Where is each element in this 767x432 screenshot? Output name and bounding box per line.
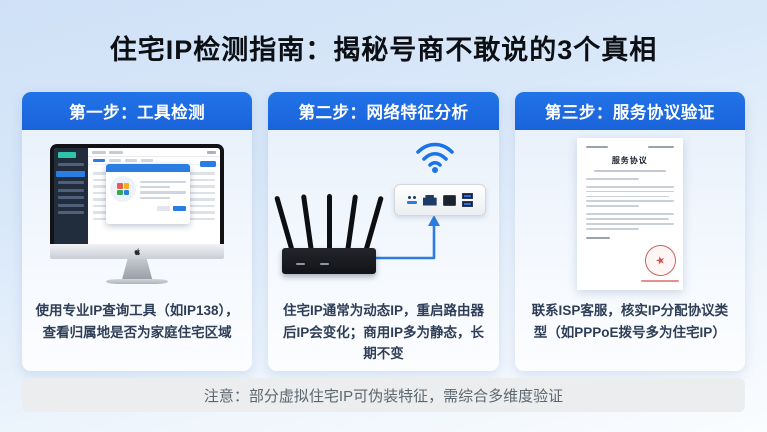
card-2-body: 住宅IP通常为动态IP，重启路由器后IP会变化；商用IP多为静态，长期不变	[268, 130, 499, 371]
dashboard-primary-button	[200, 161, 217, 167]
tab-chip	[141, 159, 154, 162]
dashboard-topbar	[88, 148, 221, 157]
dashboard-modal	[106, 164, 191, 224]
card-step-3: 第三步：服务协议验证 服务协议	[514, 92, 745, 371]
note-bar: 注意：部分虚拟住宅IP可伪装特征，需综合多维度验证	[22, 378, 745, 412]
modal-buttons	[106, 206, 190, 211]
modem-device	[393, 184, 486, 216]
modal-cancel-button	[157, 206, 171, 211]
document-text-line	[585, 190, 674, 193]
card-3-header: 第三步：服务协议验证	[514, 92, 745, 130]
card-1-body: 使用专业IP查询工具（如IP138），查看归属地是否为家庭住宅区域	[22, 130, 253, 371]
topbar-chip	[92, 150, 107, 154]
modal-header	[106, 164, 191, 172]
modal-text-lines	[140, 176, 187, 202]
document-text-line	[585, 205, 639, 208]
card-step-1: 第一步：工具检测	[22, 92, 253, 371]
document-illustration: 服务协议 ★	[515, 130, 745, 300]
modal-confirm-button	[173, 206, 187, 211]
sidebar-item	[58, 163, 85, 166]
imac-chin	[50, 244, 225, 259]
note-text: 注意：部分虚拟住宅IP可伪装特征，需综合多维度验证	[203, 387, 564, 405]
card-3-description: 联系ISP客服，核实IP分配协议类型（如PPPoE拨号多为住宅IP）	[531, 303, 729, 340]
document-meta-line	[647, 146, 674, 148]
document-subtitle-line	[593, 170, 666, 172]
page-title: 住宅IP检测指南：揭秘号商不敢说的3个真相	[109, 35, 658, 65]
document-meta-line	[585, 146, 608, 148]
connection-line	[372, 215, 441, 260]
text-line	[140, 196, 171, 199]
tab-chip-active	[93, 159, 106, 162]
document-signature-line	[585, 236, 610, 239]
dashboard-content	[88, 148, 221, 244]
sidebar-item	[58, 211, 85, 214]
modem-power-slot	[406, 196, 417, 204]
lan-port-icon	[442, 194, 456, 206]
imac-screen	[50, 144, 225, 244]
card-step-2: 第二步：网络特征分析	[268, 92, 499, 371]
router-antenna	[327, 194, 332, 252]
usb-ports-icon	[461, 193, 473, 207]
card-2-header: 第二步：网络特征分析	[268, 92, 499, 130]
text-line	[140, 181, 187, 184]
imac-base	[106, 279, 169, 284]
document-text-line	[585, 227, 639, 230]
dashboard-logo	[58, 152, 77, 158]
topbar-chip	[109, 150, 124, 154]
ethernet-port-icon	[422, 194, 437, 206]
sidebar-item-active	[56, 170, 85, 177]
text-line	[140, 191, 187, 194]
document-title: 服务协议	[611, 156, 648, 165]
card-1-description: 使用专业IP查询工具（如IP138），查看归属地是否为家庭住宅区域	[35, 303, 239, 340]
text-line	[140, 186, 171, 189]
colored-grid-icon	[117, 183, 130, 195]
router-led	[296, 263, 306, 265]
dashboard-sidebar	[54, 148, 89, 244]
document-text-line	[585, 185, 674, 188]
sidebar-item	[58, 181, 85, 184]
imac-illustration	[22, 130, 252, 300]
router-led	[320, 263, 330, 265]
tab-chip	[125, 159, 138, 162]
document-text-line	[585, 178, 639, 180]
imac-computer	[50, 144, 225, 284]
agreement-document: 服务协议 ★	[576, 138, 683, 290]
document-text-line	[585, 200, 674, 203]
red-stamp-icon: ★	[641, 241, 680, 280]
document-text-line	[585, 213, 674, 215]
topbar-user-chip	[207, 150, 217, 154]
apple-logo-icon	[134, 248, 140, 256]
document-text-line	[585, 218, 670, 220]
document-text-line	[585, 195, 670, 198]
network-illustration	[268, 130, 498, 300]
modal-circle-icon	[110, 176, 137, 202]
sidebar-item	[58, 196, 85, 199]
card-2-description: 住宅IP通常为动态IP，重启路由器后IP会变化；商用IP多为静态，长期不变	[282, 303, 484, 362]
imac-stand	[122, 259, 153, 279]
document-text-line	[585, 222, 674, 225]
cards-row: 第一步：工具检测	[22, 92, 745, 371]
router-device	[274, 194, 384, 274]
wifi-icon	[416, 142, 455, 173]
router-body	[282, 248, 377, 274]
card-3-body: 服务协议 ★	[514, 130, 745, 371]
sidebar-item	[58, 203, 85, 207]
tab-chip	[109, 159, 122, 162]
card-1-header: 第一步：工具检测	[22, 92, 253, 130]
stamp-text-line	[640, 280, 679, 282]
sidebar-item	[58, 188, 85, 192]
